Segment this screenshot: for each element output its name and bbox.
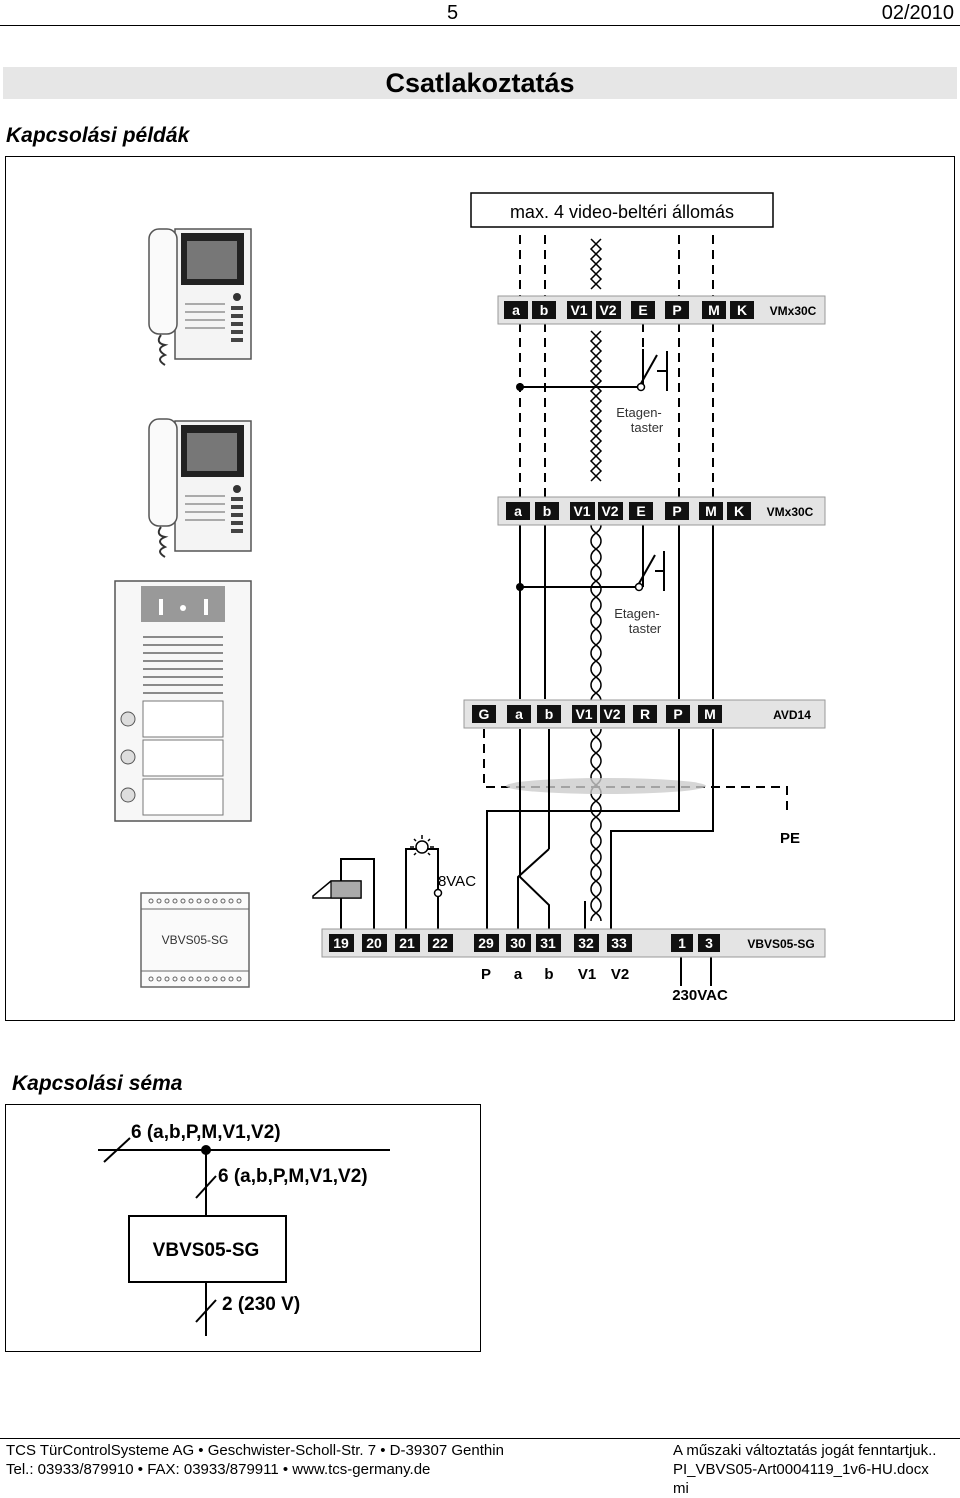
vmx-1-terminal-e: E: [638, 302, 647, 318]
floor-button-2: [520, 549, 665, 591]
video-indoor-station-2: [148, 418, 252, 558]
section-title: Csatlakoztatás: [385, 68, 575, 98]
footer-filename: PI_VBVS05-Art0004119_1v6-HU.docx: [673, 1461, 929, 1478]
bus-label-a: a: [514, 966, 523, 983]
footer-rights: A műszaki változtatás jogát fenntartjuk.…: [673, 1442, 937, 1459]
vbvs-module-label: VBVS05-SG: [162, 933, 229, 947]
bus-branch-label: 6 (a,b,P,M,V1,V2): [218, 1166, 368, 1187]
avd-terminal-a: a: [515, 706, 523, 722]
cable-shield: [506, 778, 706, 794]
schema-heading: Kapcsolási séma: [12, 1072, 183, 1095]
footer-document-info: A műszaki változtatás jogát fenntartjuk.…: [673, 1441, 958, 1498]
vmx-2-terminal-m: M: [705, 503, 717, 519]
vbvs-device-box: [128, 1215, 287, 1283]
vmx-1-terminal-v1: V1: [570, 302, 587, 318]
section-title-bar: [3, 67, 957, 99]
footer-company-info: TCS TürControlSysteme AG • Geschwister-S…: [6, 1441, 504, 1479]
vbvs-terminal-30: 30: [510, 935, 526, 951]
vmx-2-terminal-b: b: [543, 503, 552, 519]
vmx-2-terminal-v2: V2: [601, 503, 618, 519]
floor-button-2-label-line2: taster: [629, 621, 662, 636]
avd-terminal-g: G: [479, 706, 490, 722]
vbvs-label: VBVS05-SG: [747, 937, 814, 951]
vbvs-terminal-33: 33: [611, 935, 627, 951]
floor-button-1: [520, 349, 668, 391]
mains-label: 230VAC: [672, 987, 728, 1004]
vmx-2-terminal-e: E: [636, 503, 645, 519]
max-stations-box: [470, 192, 774, 228]
avd-label: AVD14: [773, 708, 811, 722]
header-rule: [0, 25, 960, 26]
vbvs-terminal-22: 22: [432, 935, 448, 951]
avd-terminal-m: M: [704, 706, 716, 722]
avd-terminal-v2: V2: [603, 706, 620, 722]
vbvs-terminal-strip: 19 20 21 22 29 30 31 32 33 1 3 VBVS05-SG: [321, 928, 826, 958]
vbvs-module-picture: VBVS05-SG: [140, 892, 250, 988]
vmx-2-terminal-p: P: [672, 503, 681, 519]
video-indoor-station-1: [148, 228, 252, 366]
device-label: VBVS05-SG: [153, 1240, 260, 1261]
bus-label-p: P: [481, 966, 491, 983]
vmx-1-terminal-v2: V2: [599, 302, 616, 318]
vbvs-terminal-1: 1: [678, 935, 686, 951]
door-opener-icon: [312, 880, 362, 899]
wiring-example-diagram: VBVS05-SG max. 4 video-beltéri állomás E…: [114, 192, 826, 1004]
vmx-1-terminal-k: K: [737, 302, 747, 318]
vbvs-terminal-32: 32: [578, 935, 594, 951]
vbvs-terminal-20: 20: [366, 935, 382, 951]
avd-terminal-v1: V1: [575, 706, 592, 722]
door-station-panel: [114, 580, 252, 822]
bus-label-v2: V2: [611, 966, 629, 983]
lamp-icon: [410, 835, 434, 856]
vmx-1-terminal-b: b: [540, 302, 549, 318]
floor-button-1-label-line1: Etagen-: [616, 405, 662, 420]
vmx-1-terminal-a: a: [512, 302, 520, 318]
examples-heading: Kapcsolási példák: [6, 124, 190, 147]
schema-diagram: 6 (a,b,P,M,V1,V2) 6 (a,b,P,M,V1,V2) VBVS…: [98, 1122, 390, 1336]
avd-terminal-r: R: [640, 706, 650, 722]
vmx-2-label: VMx30C: [767, 505, 814, 519]
schema-frame: 6 (a,b,P,M,V1,V2) 6 (a,b,P,M,V1,V2) VBVS…: [5, 1104, 481, 1352]
vmx-1-label: VMx30C: [770, 304, 817, 318]
wiring-example-frame: VBVS05-SG max. 4 video-beltéri állomás E…: [5, 156, 955, 1021]
vmx-1-terminal-p: P: [672, 302, 681, 318]
vbvs-terminal-3: 3: [705, 935, 713, 951]
pe-label: PE: [780, 830, 800, 847]
bus-label-b: b: [544, 966, 553, 983]
avd-terminal-p: P: [673, 706, 682, 722]
footer-address: TCS TürControlSysteme AG • Geschwister-S…: [6, 1442, 504, 1459]
vmx-2-terminal-a: a: [514, 503, 522, 519]
bus-junction: [201, 1145, 211, 1155]
footer-rule: [0, 1438, 960, 1439]
vbvs-terminal-19: 19: [333, 935, 349, 951]
floor-button-2-label-line1: Etagen-: [614, 606, 660, 621]
bus-top-label: 6 (a,b,P,M,V1,V2): [131, 1122, 281, 1143]
vbvs-terminal-21: 21: [399, 935, 415, 951]
footer-author: mi: [673, 1480, 689, 1497]
vmx30c-terminal-strip-2: a b V1 V2 E P M K VMx30C: [497, 496, 826, 526]
avd14-terminal-strip: G a b V1 V2 R P M AVD14: [463, 699, 826, 729]
page-date: 02/2010: [881, 2, 954, 24]
bus-label-v1: V1: [578, 966, 596, 983]
vac-label: 8VAC: [438, 873, 476, 890]
vmx-1-terminal-m: M: [708, 302, 720, 318]
vmx-2-terminal-k: K: [734, 503, 744, 519]
vbvs-terminal-31: 31: [540, 935, 556, 951]
page-number: 5: [446, 2, 459, 24]
supply-label: 2 (230 V): [222, 1294, 300, 1315]
footer-contact: Tel.: 03933/879910 • FAX: 03933/879911 •…: [6, 1461, 431, 1478]
avd-terminal-b: b: [545, 706, 554, 722]
max-stations-label: max. 4 video-beltéri állomás: [510, 202, 734, 222]
vmx30c-terminal-strip-1: a b V1 V2 E P M K VMx30C: [497, 295, 826, 325]
vbvs-terminal-29: 29: [478, 935, 494, 951]
vmx-2-terminal-v1: V1: [573, 503, 590, 519]
floor-button-1-label-line2: taster: [631, 420, 664, 435]
